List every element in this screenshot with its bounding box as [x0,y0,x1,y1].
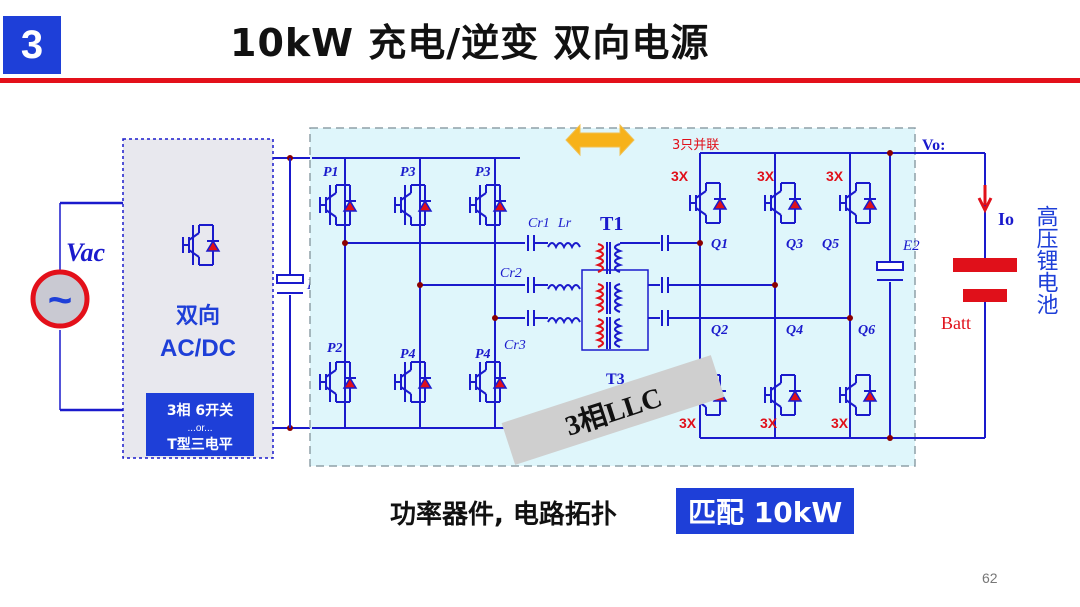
switch-label-q3: Q3 [786,237,803,252]
output-current-label: Io [998,209,1014,229]
current-arrow-icon [977,185,993,214]
parallel-mark-q5: 3X [826,168,844,184]
switch-label-q6: Q6 [858,323,875,338]
parallel-mark-q4: 3X [760,415,778,431]
switch-label-p2: P2 [327,341,343,356]
battery-plate-bottom [963,289,1007,302]
parallel-mark-q2: 3X [679,415,697,431]
ac-source-icon [30,269,90,329]
switch-label-q5: Q5 [822,237,839,252]
parallel-mark-q3: 3X [757,168,775,184]
transformer-label-t1: T1 [600,213,623,235]
parallel-note: 3只并联 [672,138,719,153]
battery-plate-top [953,258,1017,272]
switch-label-q4: Q4 [786,323,803,338]
switch-label-p3b: P3 [475,165,491,180]
acdc-option-line1: 3相 6开关 [167,402,233,419]
highlight-badge: 匹配 10kW [676,488,855,534]
transformer-label-t3: T3 [606,371,625,388]
output-cap-label: E2 [902,238,920,254]
acdc-option-or: ...or... [187,423,212,434]
switch-label-p4a: P4 [400,347,416,362]
battery-label: Batt [941,313,971,333]
vac-label: Vac [66,238,105,267]
resonant-cap-label-cr1: Cr1 [528,216,550,231]
ac-source-symbol: ~ [48,276,73,323]
acdc-option-line2: T型三电平 [167,436,233,453]
switch-label-q1: Q1 [711,237,728,252]
resonant-cap-label-cr2: Cr2 [500,266,522,281]
resonant-cap-label-cr3: Cr3 [504,338,526,353]
acdc-title-line2: AC/DC [160,335,236,362]
slide-number-badge: 3 [3,16,61,74]
page-number: 62 [982,570,998,586]
bottom-caption: 功率器件, 电路拓扑 [390,500,617,530]
acdc-title-line1: 双向 [176,303,220,329]
output-capacitor [876,261,904,271]
title-underline [0,78,1080,83]
acdc-option-box [146,393,254,456]
slide-title: 10kW 充电/逆变 双向电源 [230,21,710,65]
bidirectional-arrow-icon [565,123,635,157]
switch-label-p1: P1 [323,165,339,180]
switch-label-p4b: P4 [475,347,491,362]
parallel-mark-q6: 3X [831,415,849,431]
battery-name: 高压锂电池 [1033,205,1059,315]
output-voltage-label: Vo: [922,137,945,154]
switch-label-q2: Q2 [711,323,728,338]
parallel-mark-q1: 3X [671,168,689,184]
switch-label-p3a: P3 [400,165,416,180]
resonant-inductor-label: Lr [557,216,572,231]
dc-bus-capacitor [276,274,304,284]
